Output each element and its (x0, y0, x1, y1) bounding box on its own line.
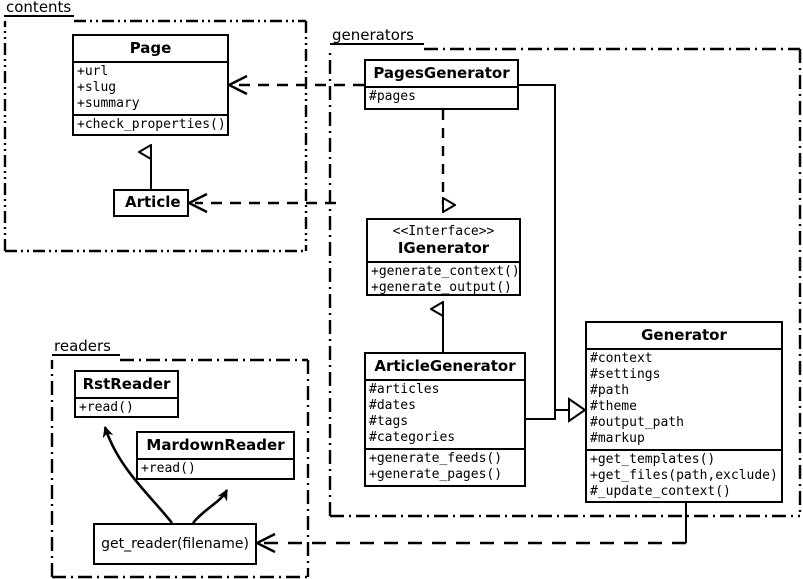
class-attribute: #categories (369, 430, 456, 445)
class-stereotype-igenerator: <<Interface>> (392, 224, 495, 239)
class-name-article-generator: ArticleGenerator (374, 357, 516, 375)
package-label-contents: contents (6, 0, 72, 16)
function-box-get-reader[interactable]: get_reader(filename) (93, 523, 257, 565)
class-attribute: #settings (590, 367, 661, 382)
class-name-rst-reader: RstReader (82, 375, 171, 393)
class-operation: +generate_pages() (369, 467, 503, 482)
class-attribute: +slug (77, 80, 117, 95)
class-name-pages-generator: PagesGenerator (373, 64, 510, 82)
class-name-page: Page (129, 39, 172, 57)
class-operation: +get_templates() (590, 452, 716, 467)
class-attribute: #dates (369, 398, 416, 413)
class-operation: +check_properties() (77, 117, 226, 132)
connector-articlegenerator-inherits-generator (526, 397, 587, 423)
class-attributes-pages-generator: #pages (366, 86, 517, 107)
class-box-rst-reader[interactable]: RstReader +read() (74, 370, 179, 418)
class-attribute: +url (77, 64, 109, 79)
package-label-readers: readers (54, 337, 111, 355)
class-attribute: #theme (590, 399, 637, 414)
class-operation: +get_files(path,exclude) (590, 468, 778, 483)
connector-get-reader-returns-mardownreader (191, 489, 229, 524)
class-operations-page: +check_properties() (74, 114, 227, 135)
class-attribute: #context (590, 351, 653, 366)
class-attribute: +summary (77, 96, 140, 111)
class-operations-generator: +get_templates() +get_files(path,exclude… (587, 449, 781, 502)
class-box-igenerator[interactable]: <<Interface>> IGenerator +generate_conte… (366, 218, 521, 296)
class-operation: +generate_context() (371, 264, 520, 279)
class-name-mardown-reader: MardownReader (146, 436, 285, 454)
class-attribute: #path (590, 383, 630, 398)
package-label-generators: generators (332, 26, 414, 44)
class-name-article: Article (125, 193, 181, 211)
class-box-article-generator[interactable]: ArticleGenerator #articles #dates #tags … (364, 352, 526, 487)
class-operation: +generate_feeds() (369, 451, 503, 466)
class-attributes-page: +url +slug +summary (74, 61, 227, 114)
class-attribute: #pages (369, 89, 416, 104)
class-operations-mardown-reader: +read() (138, 458, 293, 479)
connector-pagesgenerator-uses-page (226, 74, 364, 96)
class-operation: #_update_context() (590, 484, 731, 499)
class-attribute: #articles (369, 382, 440, 397)
class-attribute: #tags (369, 414, 409, 429)
class-box-generator[interactable]: Generator #context #settings #path #them… (585, 321, 783, 503)
class-box-article[interactable]: Article (113, 189, 189, 217)
class-operations-rst-reader: +read() (76, 397, 177, 418)
class-box-page[interactable]: Page +url +slug +summary +check_properti… (72, 34, 229, 136)
class-operations-article-generator: +generate_feeds() +generate_pages() (366, 448, 524, 485)
connector-generator-uses-get-reader (254, 503, 687, 554)
connector-generators-uses-article (186, 192, 336, 214)
function-box-label: get_reader(filename) (101, 536, 249, 552)
class-operation: +generate_output() (371, 280, 512, 295)
class-name-generator: Generator (641, 326, 727, 344)
class-box-mardown-reader[interactable]: MardownReader +read() (136, 431, 295, 480)
class-operations-igenerator: +generate_context() +generate_output() (368, 261, 520, 298)
class-attribute: #markup (590, 431, 645, 446)
class-operation: +read() (141, 461, 196, 476)
class-box-pages-generator[interactable]: PagesGenerator #pages (364, 59, 519, 110)
class-name-igenerator: IGenerator (397, 239, 490, 257)
class-operation: +read() (79, 400, 134, 415)
class-attributes-generator: #context #settings #path #theme #output_… (587, 348, 781, 449)
connector-pagesgenerator-inherits-generator (519, 84, 569, 411)
class-attribute: #output_path (590, 415, 684, 430)
class-attributes-article-generator: #articles #dates #tags #categories (366, 379, 524, 448)
